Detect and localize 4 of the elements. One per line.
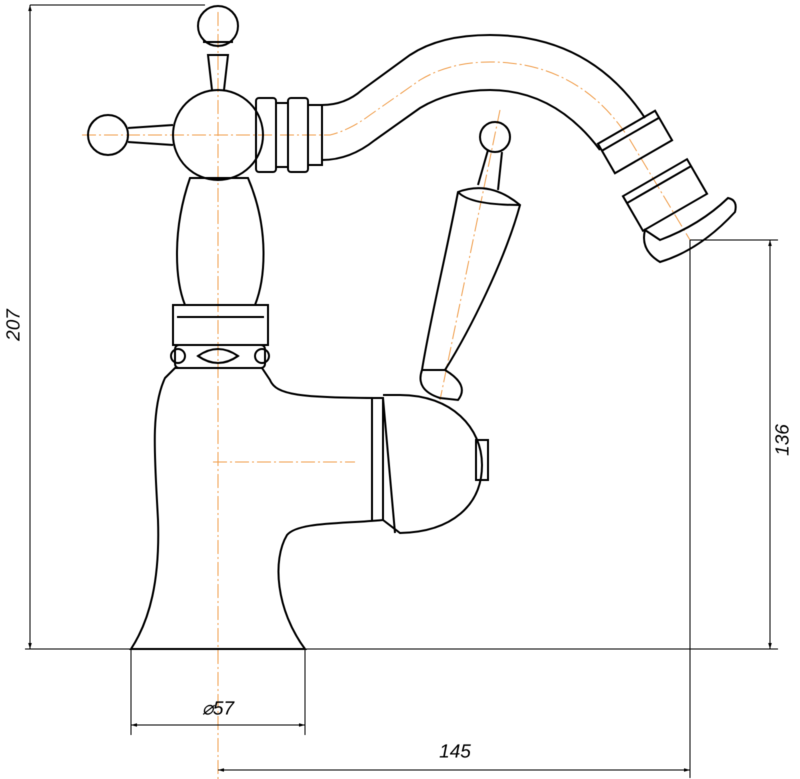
dimension-label: 207: [4, 309, 24, 341]
dimension-label: ⌀57: [202, 700, 234, 718]
dimension-label: 145: [439, 742, 471, 762]
dimension-label: 136: [774, 424, 792, 456]
